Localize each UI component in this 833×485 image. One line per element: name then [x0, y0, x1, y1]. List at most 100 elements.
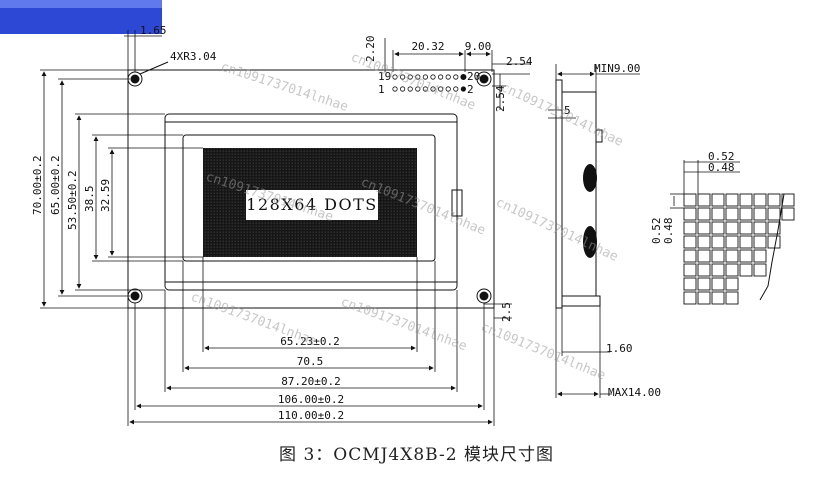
mounting-hole-tr: [479, 74, 489, 84]
dim-height-active: 32.59: [99, 179, 112, 212]
pixel-cell: [697, 277, 711, 291]
dim-height-bezel: 53.50±0.2: [66, 170, 79, 230]
pixel-cell: [683, 235, 697, 249]
pixel-cell: [753, 235, 767, 249]
pixel-pitch-width: 0.48: [708, 161, 735, 174]
pixel-cell: [683, 249, 697, 263]
pixel-cell: [781, 207, 795, 221]
pixel-cell: [725, 235, 739, 249]
pixel-cell: [767, 221, 781, 235]
pixel-cell: [739, 193, 753, 207]
pixel-cell: [725, 207, 739, 221]
dim-connector-pitch-v: 2.54: [494, 85, 507, 112]
pixel-cell: [711, 193, 725, 207]
bezel-outline: [164, 113, 458, 291]
pixel-cell: [725, 277, 739, 291]
side-pcb-label: 1.60: [606, 342, 633, 355]
pixel-cell: [753, 263, 767, 277]
watermark-text: cn1091737014lnhae: [189, 290, 319, 350]
dim-connector-offset: 9.00: [465, 40, 492, 53]
connector-pin: [437, 86, 444, 92]
pixel-cell: [697, 193, 711, 207]
pin-label-1: 1: [378, 83, 385, 96]
lcd-label-box: [246, 190, 378, 220]
figure-caption: 图 3：OCMJ4X8B-2 模块尺寸图: [279, 445, 554, 465]
pixel-pitch-height: 0.48: [662, 218, 675, 245]
pin-label-2: 2: [467, 83, 474, 96]
pixel-cell: [739, 207, 753, 221]
pixel-dot-width: 0.52: [708, 150, 735, 163]
dim-hole-inset: 2.5: [500, 302, 513, 322]
connector-pin: [430, 86, 436, 92]
connector-pin: [399, 74, 406, 80]
connector-pin: [407, 74, 413, 80]
pixel-cell: [711, 291, 725, 305]
pixel-cell: [697, 263, 711, 277]
pixel-cell: [683, 207, 697, 221]
pixel-cell: [725, 263, 739, 277]
side-step-label: 5: [564, 104, 571, 117]
pixel-cell: [711, 249, 725, 263]
pixel-cell: [683, 193, 697, 207]
connector-pin: [407, 86, 413, 92]
watermark-text: cn1091737014lnhae: [493, 195, 620, 265]
connector-pin: [422, 86, 428, 92]
side-bump-top: [583, 164, 597, 192]
dim-width-total: 110.00±0.2: [278, 409, 344, 422]
connector-pin: [445, 86, 451, 92]
pixel-cell: [697, 207, 711, 221]
pin-label-19: 19: [378, 70, 391, 83]
pixel-cell: [683, 277, 697, 291]
dim-connector-span: 20.32: [411, 40, 444, 53]
dim-width-bezel: 87.20±0.2: [281, 375, 341, 388]
pixel-cell: [753, 193, 767, 207]
dim-width-holes: 106.00±0.2: [278, 393, 344, 406]
pixel-cell: [697, 249, 711, 263]
pixel-cell: [753, 249, 767, 263]
connector-pin: [392, 74, 398, 80]
connector-pin: [430, 74, 436, 80]
dim-height-total: 70.00±0.2: [31, 155, 44, 215]
connector-pin: [460, 74, 467, 81]
side-min-label: MIN9.00: [594, 62, 640, 75]
pin-label-20: 20: [467, 70, 480, 83]
pixel-cell: [739, 263, 753, 277]
pcb-outline: [127, 69, 495, 309]
connector-pin: [422, 74, 428, 80]
pixel-cell: [697, 291, 711, 305]
side-bump-bottom: [583, 226, 597, 258]
pixel-cell: [697, 221, 711, 235]
dim-width-viewing: 70.5: [297, 355, 324, 368]
pixel-cell: [753, 221, 767, 235]
connector-pin: [392, 86, 398, 92]
pixel-dot-height: 0.52: [650, 218, 663, 245]
pixel-cell: [711, 207, 725, 221]
lcd-display-text: 128X64 DOTS: [246, 195, 377, 214]
watermark-text: cn1091737014lnhae: [349, 50, 478, 114]
dim-height-holes: 65.00±0.2: [49, 155, 62, 215]
dim-width-active: 65.23±0.2: [280, 335, 340, 348]
pixel-cell: [753, 207, 767, 221]
hole-note: 4XR3.04: [170, 50, 217, 63]
mounting-hole-bl: [130, 291, 140, 301]
pixel-cell: [711, 263, 725, 277]
pixel-cell: [683, 263, 697, 277]
viewing-area: [182, 134, 436, 262]
pixel-cell: [697, 235, 711, 249]
connector-pin: [415, 74, 421, 80]
pixel-cell: [725, 291, 739, 305]
dim-top-inset: 1.65: [140, 24, 167, 37]
connector-pin: [399, 86, 406, 92]
pixel-cell: [767, 193, 781, 207]
connector-pin: [453, 74, 459, 80]
watermark-text: cn1091737014lnhae: [219, 60, 350, 115]
pixel-cell: [739, 221, 753, 235]
pixel-cell: [725, 249, 739, 263]
pixel-cell: [725, 193, 739, 207]
pixel-grid-breakline: [759, 193, 785, 301]
connector-pin: [445, 74, 451, 80]
pixel-cell: [725, 221, 739, 235]
watermark-text: cn1091737014lnhae: [339, 295, 469, 355]
dim-connector-top: 2.20: [364, 36, 377, 63]
